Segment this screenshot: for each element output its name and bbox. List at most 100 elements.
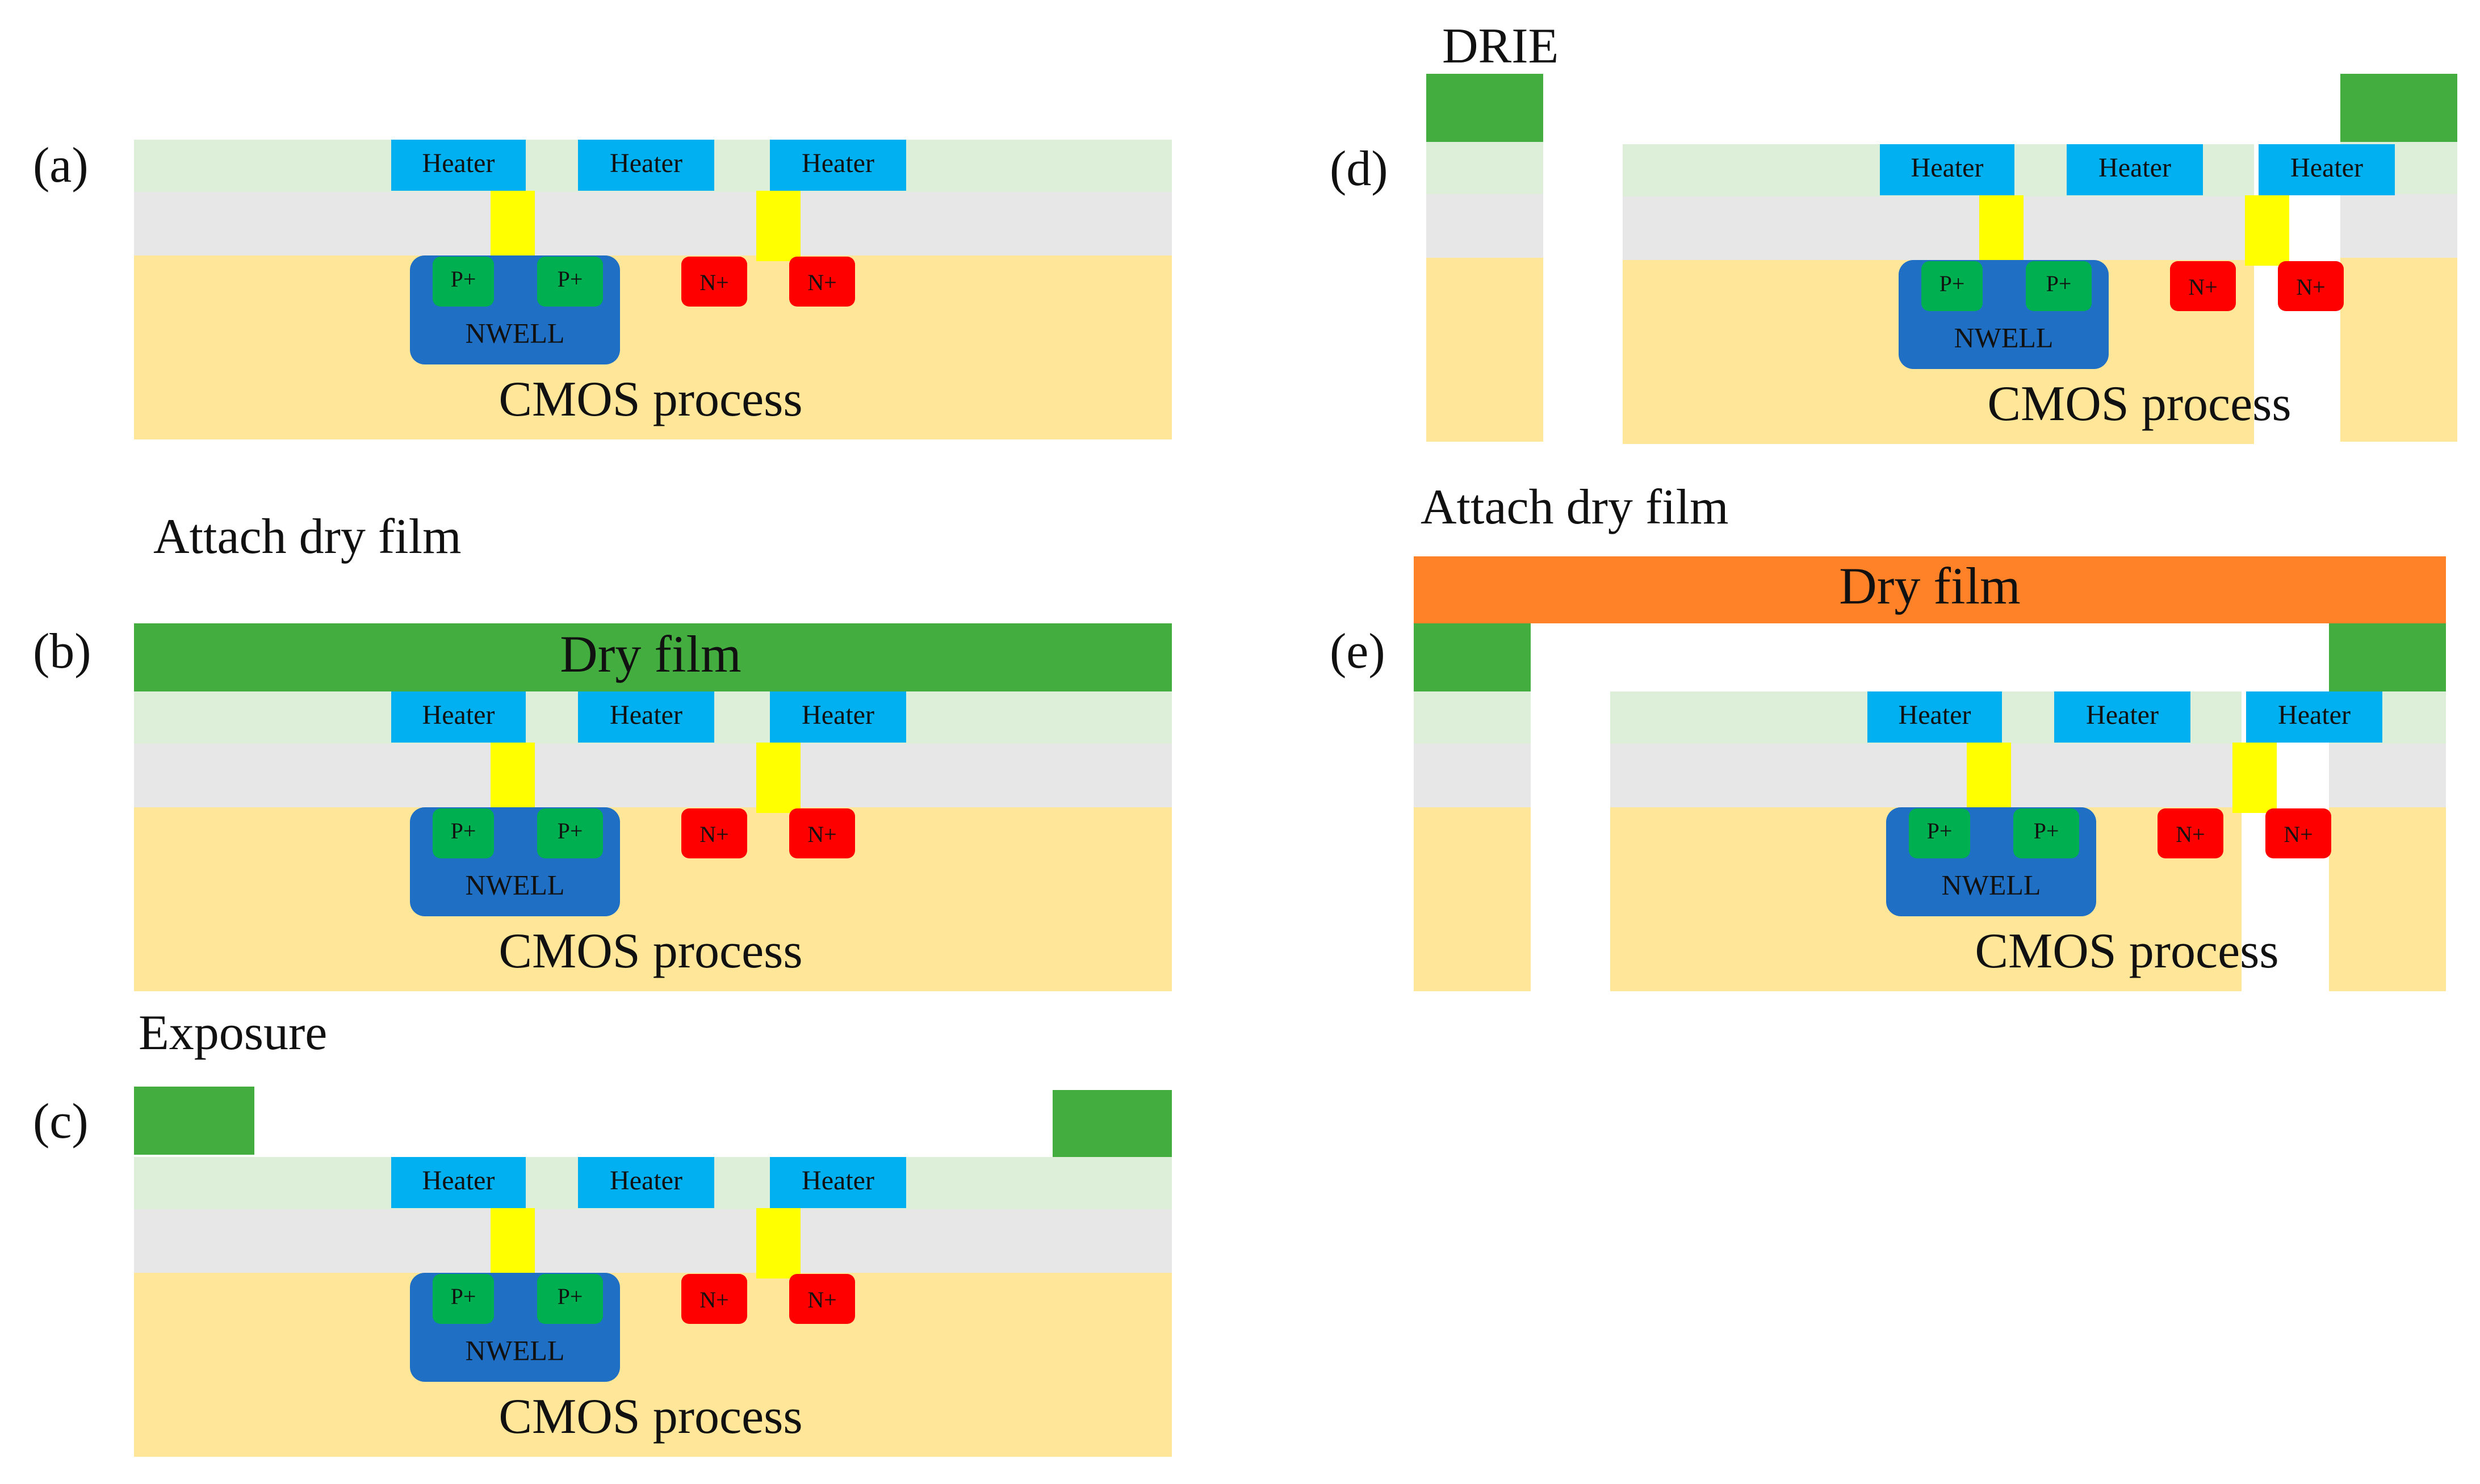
- step-title-d: DRIE: [1442, 19, 1559, 74]
- panel-c-heater-3: [770, 1157, 906, 1208]
- panel-e-left-pillar-substrate: [1414, 807, 1531, 991]
- panel-a-label: (a): [33, 138, 89, 193]
- panel-e-oxide-layer: [1610, 744, 2242, 807]
- panel-e-heater-1: [1867, 691, 2002, 743]
- panel-a-heater-label-1: Heater: [422, 148, 495, 178]
- panel-c-n-plus-2: [789, 1274, 855, 1324]
- panel-d-left-pillar-passivation-layer: [1426, 142, 1543, 194]
- panel-c-via-2: [756, 1208, 801, 1278]
- panel-c-nwell-label: NWELL: [466, 1334, 565, 1366]
- panel-d-p-plus-1: [1921, 261, 1983, 311]
- panel-a-heater-1: [391, 140, 526, 191]
- panel-b-oxide-layer: [134, 744, 1172, 807]
- panel-b-heater-3: [770, 691, 906, 743]
- panel-d-left-pillar-dry-film-remnant: [1426, 74, 1543, 142]
- panel-e-heater-3: [2246, 691, 2382, 743]
- panel-c-heater-label-3: Heater: [802, 1166, 874, 1196]
- panel-c-heater-2: [578, 1157, 714, 1208]
- panel-b-p-plus-1: [433, 808, 494, 858]
- panel-b-label: (b): [33, 624, 91, 679]
- panel-b-p-plus-label-2: P+: [558, 818, 583, 844]
- panel-d-heater-2: [2067, 144, 2203, 195]
- panel-e-via-2: [2232, 743, 2277, 813]
- panel-e-heater-label-2: Heater: [2086, 700, 2159, 730]
- panel-b-heater-2: [578, 691, 714, 743]
- panel-a-heater-3: [770, 140, 906, 191]
- panel-c-substrate: [134, 1273, 1172, 1457]
- panel-a-p-plus-label-1: P+: [451, 266, 476, 292]
- panel-c-heater-label-2: Heater: [610, 1166, 682, 1196]
- panel-b-cmos-label: CMOS process: [498, 924, 802, 979]
- panel-b-heater-label-3: Heater: [802, 700, 874, 730]
- panel-e-label: (e): [1330, 624, 1385, 679]
- panel-d-right-pillar-substrate: [2340, 258, 2457, 442]
- panel-e-dry-film: [1414, 556, 2446, 623]
- panel-a-n-plus-2: [789, 257, 855, 307]
- panel-e-p-plus-2: [2013, 808, 2079, 858]
- panel-a-nwell-label: NWELL: [466, 317, 565, 349]
- panel-b-via-2: [756, 743, 801, 813]
- panel-c-n-plus-label-2: N+: [807, 1287, 836, 1313]
- panel-e-cmos-label: CMOS process: [1975, 924, 2278, 979]
- step-title-b: Attach dry film: [153, 509, 462, 564]
- panel-e-right-pillar-substrate: [2329, 807, 2446, 991]
- panel-d-heater-label-3: Heater: [2290, 153, 2363, 183]
- panel-e-nwell-label: NWELL: [1942, 869, 2041, 900]
- step-title-e: Attach dry film: [1421, 480, 1729, 535]
- panel-e-dry-film-label: Dry film: [1839, 557, 2020, 615]
- panel-e-right-pillar-oxide-layer: [2329, 744, 2446, 807]
- panel-e-left-pillar-passivation-layer: [1414, 691, 1531, 744]
- panel-b-dry-film: [134, 623, 1172, 691]
- panel-e-n-plus-label-2: N+: [2284, 821, 2313, 847]
- panel-b-p-plus-2: [537, 808, 603, 858]
- panel-a-via-2: [756, 191, 801, 261]
- panel-c-p-plus-label-1: P+: [451, 1284, 476, 1309]
- panel-b-heater-label-1: Heater: [422, 700, 495, 730]
- panel-b-n-plus-2: [789, 808, 855, 858]
- panel-c-n-plus-label-1: N+: [699, 1287, 728, 1313]
- panel-b-heater-1: [391, 691, 526, 743]
- panel-d-p-plus-label-1: P+: [1939, 271, 1965, 296]
- panel-c-p-plus-1: [433, 1274, 494, 1324]
- panel-a-heater-2: [578, 140, 714, 191]
- panel-d-right-pillar-oxide-layer: [2340, 194, 2457, 258]
- panel-c-cmos-label: CMOS process: [498, 1389, 802, 1444]
- panel-b-p-plus-label-1: P+: [451, 818, 476, 844]
- panel-c-dry-film-left: [134, 1087, 254, 1155]
- panel-a-cmos-label: CMOS process: [498, 372, 802, 427]
- panel-b-heater-label-2: Heater: [610, 700, 682, 730]
- panel-d-left-pillar-oxide-layer: [1426, 194, 1543, 258]
- panel-a-p-plus-2: [537, 257, 603, 307]
- panel-d-via-2: [2245, 195, 2289, 266]
- panel-b-nwell-label: NWELL: [466, 869, 565, 900]
- panel-e-heater-2: [2054, 691, 2190, 743]
- panel-a-p-plus-1: [433, 257, 494, 307]
- panel-e-right-pillar-dry-film-remnant: [2329, 623, 2446, 691]
- panel-e-left-pillar-oxide-layer: [1414, 744, 1531, 807]
- panel-b-n-plus-1: [681, 808, 747, 858]
- panel-c-n-plus-1: [681, 1274, 747, 1324]
- panel-a-heater-label-2: Heater: [610, 148, 682, 178]
- panel-e-n-plus-1: [2158, 808, 2223, 858]
- panel-d-heater-3: [2259, 144, 2395, 195]
- panel-d-oxide-layer: [1623, 196, 2254, 260]
- panel-e-n-plus-2: [2265, 808, 2331, 858]
- panel-c-via-1: [491, 1208, 535, 1278]
- panel-e-n-plus-label-1: N+: [2176, 821, 2205, 847]
- panel-b-substrate: [134, 807, 1172, 991]
- panel-a-via-1: [491, 191, 535, 261]
- panel-d-p-plus-label-2: P+: [2046, 271, 2072, 296]
- panel-d-n-plus-label-1: N+: [2188, 274, 2217, 300]
- panel-d-heater-1: [1880, 144, 2014, 195]
- panel-c-p-plus-2: [537, 1274, 603, 1324]
- panel-b-n-plus-label-1: N+: [699, 821, 728, 847]
- panel-e-p-plus-label-1: P+: [1927, 818, 1953, 844]
- panel-b-via-1: [491, 743, 535, 813]
- panel-b-dry-film-label: Dry film: [560, 625, 741, 683]
- panel-e-p-plus-1: [1909, 808, 1970, 858]
- panel-d-p-plus-2: [2026, 261, 2092, 311]
- panel-d-n-plus-label-2: N+: [2296, 274, 2325, 300]
- panel-d-label: (d): [1330, 141, 1388, 196]
